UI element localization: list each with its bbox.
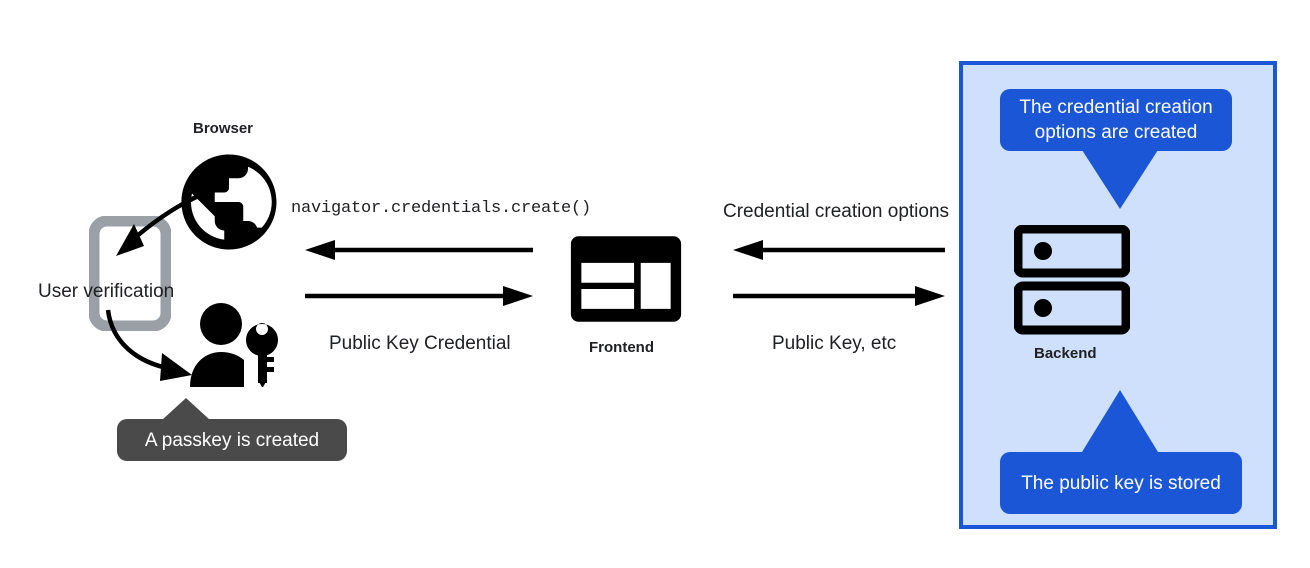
callout-pointer-passkey-created [162, 398, 210, 420]
globe-icon [172, 145, 286, 264]
arrow-frontend-to-backend [733, 286, 945, 306]
arrow-backend-to-frontend [733, 240, 945, 260]
callout-public-key-stored-text: The public key is stored [1021, 472, 1221, 494]
callout-pointer-public-key-stored [1082, 390, 1158, 452]
arrow-browser-to-frontend [305, 286, 533, 306]
dashboard-icon [569, 229, 683, 334]
browser-label: Browser [193, 120, 254, 137]
frontend-label: Frontend [589, 339, 654, 356]
callout-credential-options-text: The credential creation options are crea… [1019, 97, 1213, 143]
arrow-frontend-to-browser [305, 240, 533, 260]
server-rack-icon [1013, 224, 1131, 340]
message-label-navigator-create: navigator.credentials.create() [291, 199, 592, 218]
callout-pointer-credential-options [1082, 150, 1158, 209]
message-label-credential-creation-options: Credential creation options [723, 201, 950, 222]
callout-credential-options-created: The credential creation options are crea… [1000, 89, 1232, 151]
person-with-key-icon [188, 302, 288, 392]
user-verification-label: User verification [38, 281, 175, 302]
callout-passkey-created-text: A passkey is created [144, 429, 320, 451]
smartphone-icon [88, 215, 172, 336]
callout-passkey-created: A passkey is created [117, 419, 347, 461]
message-label-public-key-etc: Public Key, etc [772, 333, 897, 354]
backend-label: Backend [1034, 345, 1097, 362]
arrow-device-to-user [105, 309, 192, 381]
arrow-browser-to-device [116, 185, 223, 256]
callout-public-key-stored: The public key is stored [1000, 452, 1242, 514]
message-label-public-key-credential: Public Key Credential [329, 333, 511, 354]
